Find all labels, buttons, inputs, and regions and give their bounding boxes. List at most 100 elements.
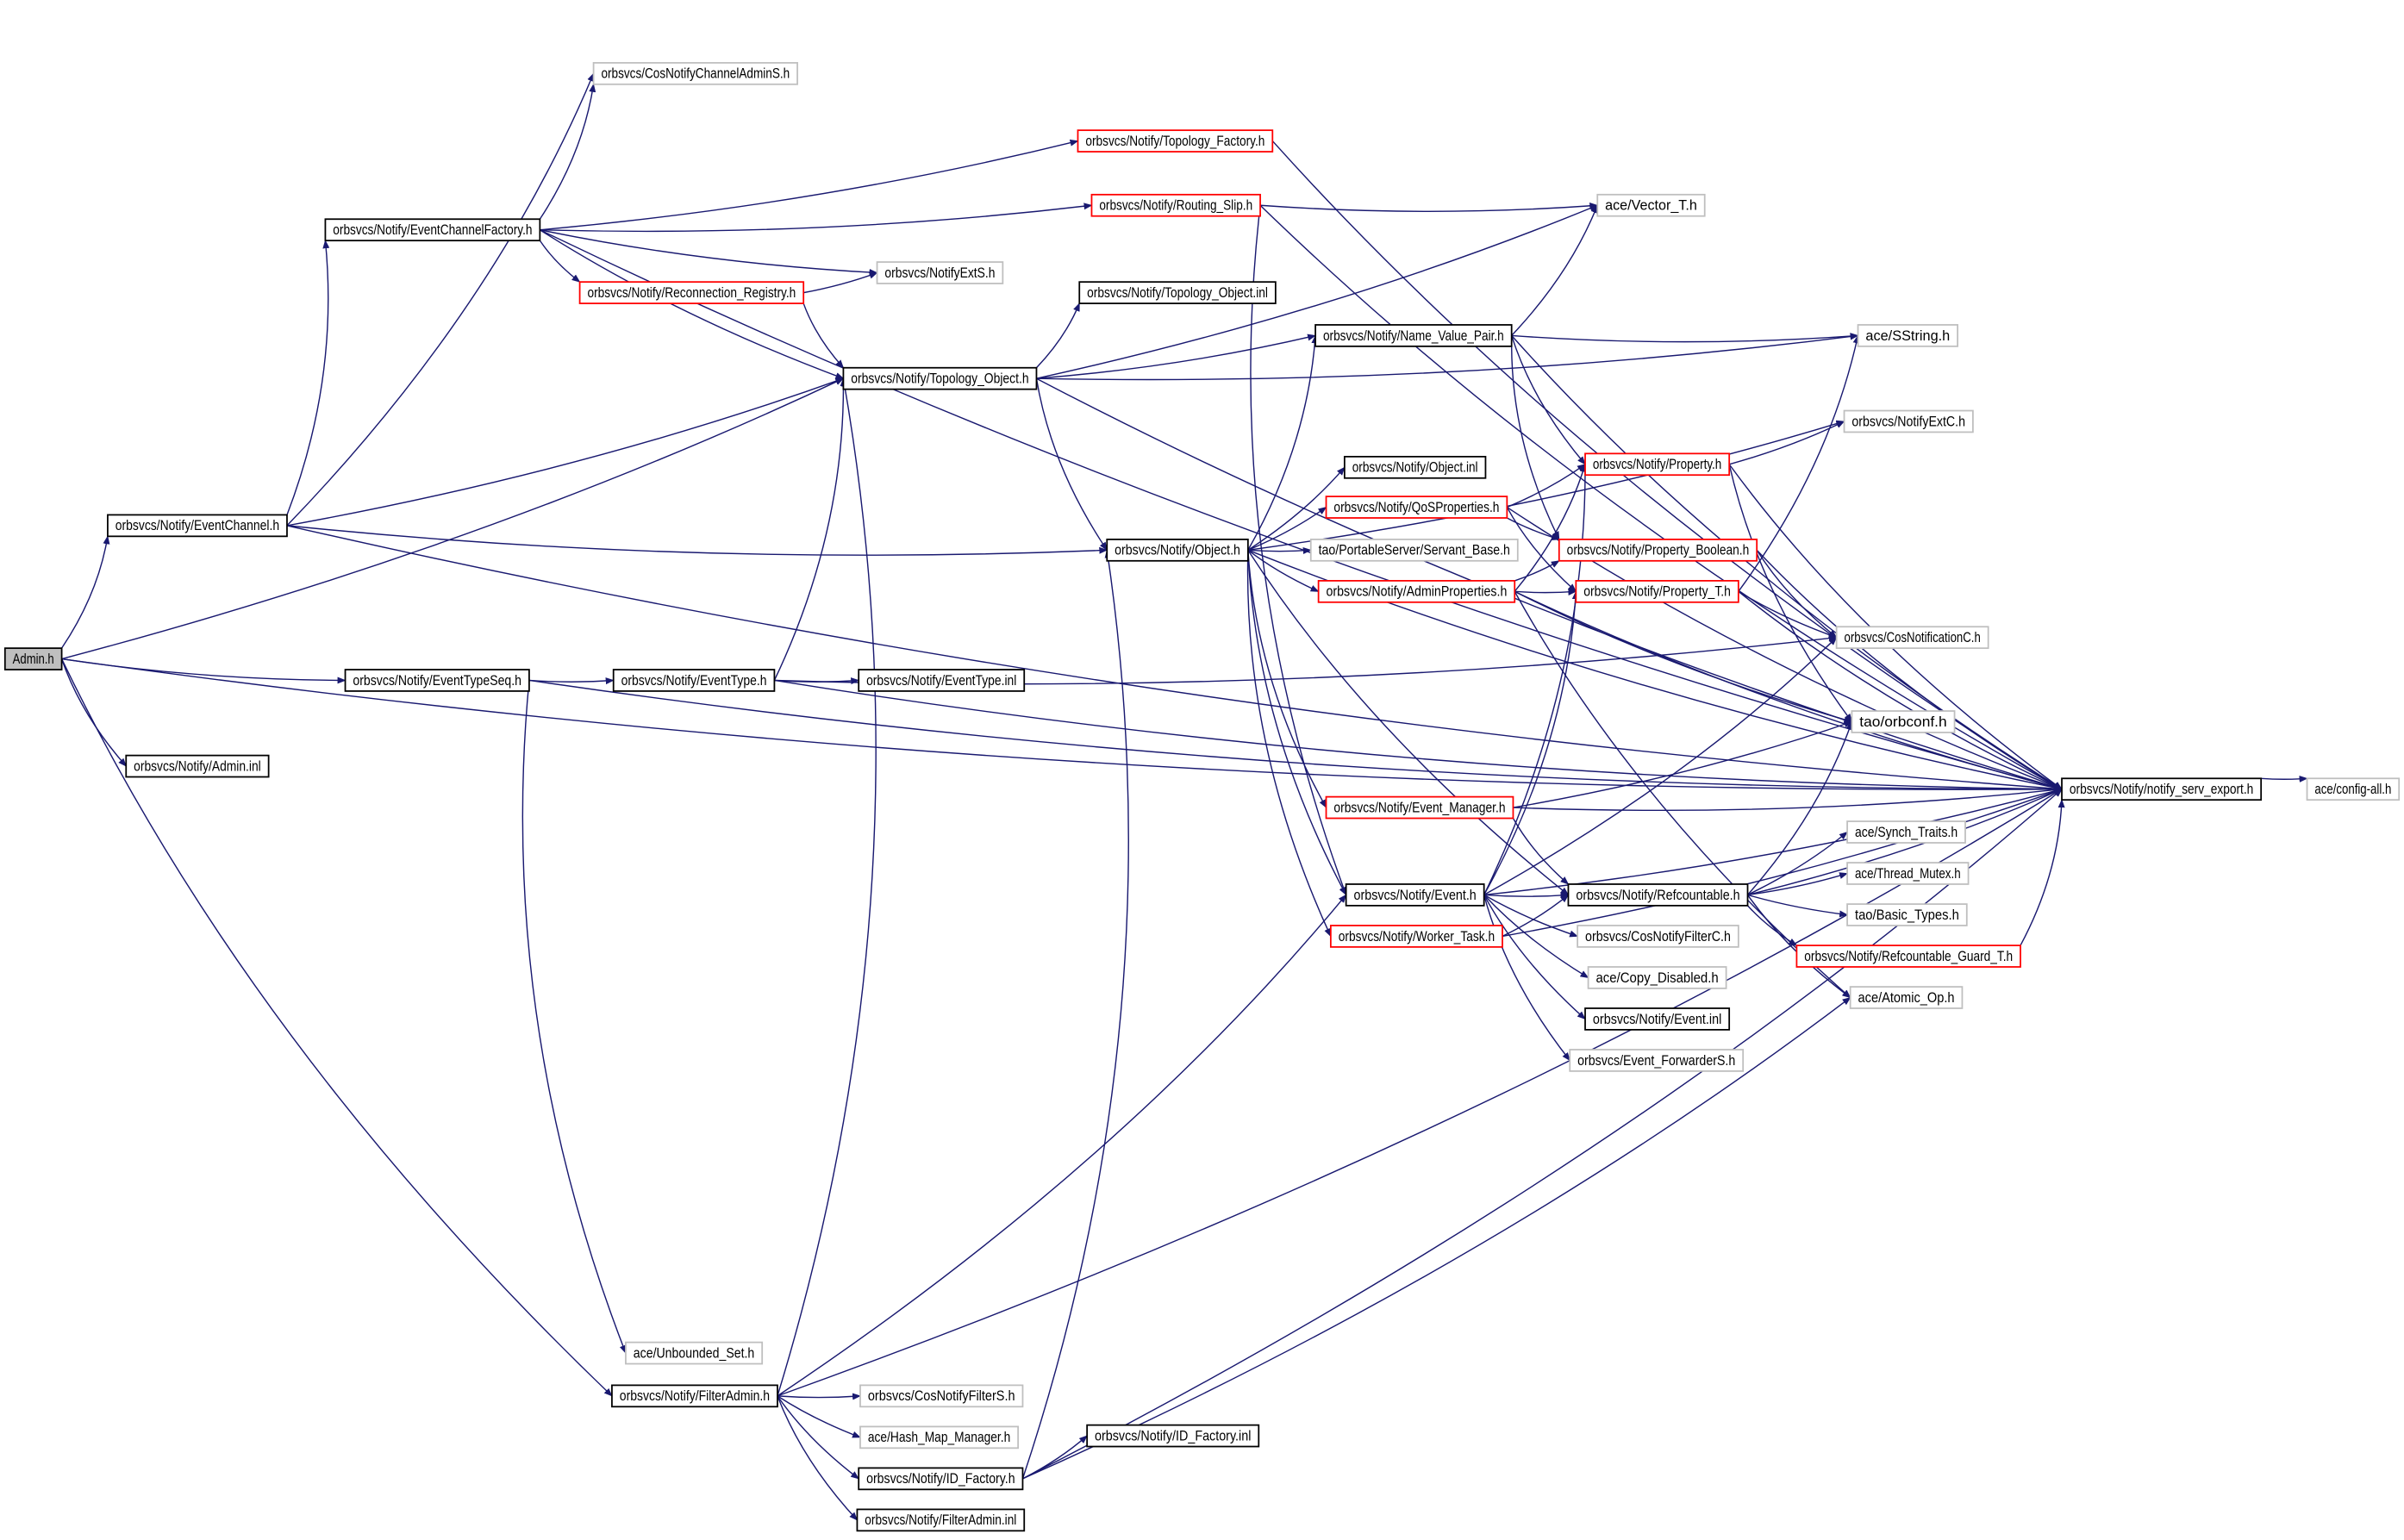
node-box [1835, 626, 1989, 650]
node-box [324, 218, 541, 242]
node-box [1575, 580, 1739, 603]
node-eventtype-inl[interactable]: orbsvcs/Notify/EventType.inl [858, 669, 1026, 692]
node-label: orbsvcs/Notify/notify_serv_export.h [2070, 781, 2253, 797]
node-routing-slip-h[interactable]: orbsvcs/Notify/Routing_Slip.h [1090, 193, 1261, 217]
node-label: orbsvcs/Notify/EventType.h [621, 672, 767, 689]
node-box [611, 1384, 778, 1408]
node-config-all-h[interactable]: ace/config-all.h [2306, 777, 2401, 801]
node-eventchannelfactory-h[interactable]: orbsvcs/Notify/EventChannelFactory.h [324, 218, 541, 242]
edge-property_h-to-notifyextc_h [1728, 421, 1845, 465]
node-thread-mutex-h[interactable]: ace/Thread_Mutex.h [1846, 862, 1970, 885]
edge-topology_object_h-to-sstring_h [1036, 333, 1859, 381]
edge-property_t_h-to-notify_serv_export_h [1738, 590, 2063, 790]
edge-event_h-to-copy_disabled_h [1483, 894, 1589, 979]
edge-refcountable_h-to-basic_types_h [1747, 894, 1849, 918]
node-qosproperties-h[interactable]: orbsvcs/Notify/QoSProperties.h [1325, 496, 1508, 519]
edge-event_h-to-event_inl [1483, 895, 1586, 1020]
node-admin-inl[interactable]: orbsvcs/Notify/Admin.inl [125, 754, 270, 778]
node-vector-t-h[interactable]: ace/Vector_T.h [1596, 193, 1706, 217]
edge-admin_h-to-eventchannel_h [60, 535, 110, 649]
node-box [1077, 129, 1274, 153]
node-label: orbsvcs/Notify/EventTypeSeq.h [353, 672, 521, 689]
node-event-manager-h[interactable]: orbsvcs/Notify/Event_Manager.h [1325, 795, 1514, 820]
edge-event_h-to-refcountable_h [1483, 892, 1570, 900]
edge-eventchannel_h-to-notify_serv_export_h [286, 525, 2064, 793]
node-label: orbsvcs/Notify/QoSProperties.h [1333, 499, 1499, 515]
node-worker-task-h[interactable]: orbsvcs/Notify/Worker_Task.h [1329, 925, 1503, 948]
node-adminproperties-h[interactable]: orbsvcs/Notify/AdminProperties.h [1317, 580, 1516, 603]
node-refcountable-h[interactable]: orbsvcs/Notify/Refcountable.h [1567, 883, 1749, 907]
node-basic-types-h[interactable]: tao/Basic_Types.h [1846, 903, 1968, 926]
node-notifyextc-h[interactable]: orbsvcs/NotifyExtC.h [1843, 409, 1974, 433]
edge-filteradmin_h-to-notify_serv_export_h [777, 789, 2063, 1397]
node-sstring-h[interactable]: ace/SString.h [1857, 324, 1958, 347]
edge-adminproperties_h-to-property_h [1514, 463, 1587, 592]
node-eventchannel-h[interactable]: orbsvcs/Notify/EventChannel.h [107, 514, 288, 538]
node-eventtypeseq-h[interactable]: orbsvcs/Notify/EventTypeSeq.h [344, 669, 530, 692]
node-synch-traits-h[interactable]: ace/Synch_Traits.h [1846, 820, 1966, 844]
node-label: orbsvcs/CosNotifyChannelAdminS.h [601, 65, 790, 82]
node-id-factory-h[interactable]: orbsvcs/Notify/ID_Factory.h [858, 1467, 1024, 1491]
node-cosnotificationc-h[interactable]: orbsvcs/CosNotificationC.h [1835, 626, 1989, 650]
node-property-boolean-h[interactable]: orbsvcs/Notify/Property_Boolean.h [1558, 539, 1758, 562]
node-label: ace/Unbounded_Set.h [634, 1344, 754, 1361]
node-topology-object-h[interactable]: orbsvcs/Notify/Topology_Object.h [842, 366, 1038, 390]
node-label: orbsvcs/Notify/EventChannelFactory.h [333, 221, 532, 238]
node-object-h[interactable]: orbsvcs/Notify/Object.h [1106, 539, 1249, 562]
node-cosnotifyfilterc-h[interactable]: orbsvcs/CosNotifyFilterC.h [1577, 925, 1739, 948]
node-property-h[interactable]: orbsvcs/Notify/Property.h [1584, 452, 1731, 477]
edge-event_h-to-cosnotifyfilterc_h [1483, 894, 1579, 938]
node-event-h[interactable]: orbsvcs/Notify/Event.h [1345, 883, 1485, 907]
node-label: ace/Thread_Mutex.h [1855, 865, 1961, 882]
edge-id_factory_h-to-atomic_op_h [1022, 996, 1851, 1480]
node-label: tao/PortableServer/Servant_Base.h [1319, 542, 1510, 558]
node-atomic-op-h[interactable]: ace/Atomic_Op.h [1849, 986, 1964, 1009]
node-orbconf-h[interactable]: tao/orbconf.h [1851, 710, 1956, 733]
node-label: orbsvcs/Notify/EventChannel.h [116, 517, 279, 533]
edge-filteradmin_h-to-hash_map_manager_h [777, 1395, 861, 1438]
node-topology-factory-h[interactable]: orbsvcs/Notify/Topology_Factory.h [1077, 129, 1274, 153]
node-label: ace/Hash_Map_Manager.h [868, 1429, 1010, 1445]
node-event-inl[interactable]: orbsvcs/Notify/Event.inl [1584, 1007, 1731, 1031]
node-notifyexts-h[interactable]: orbsvcs/NotifyExtS.h [876, 261, 1004, 284]
node-filteradmin-h[interactable]: orbsvcs/Notify/FilterAdmin.h [611, 1384, 778, 1408]
node-box [1569, 1049, 1745, 1072]
node-filteradmin-inl[interactable]: orbsvcs/Notify/FilterAdmin.inl [856, 1508, 1026, 1532]
node-cosnotifyfilters-h[interactable]: orbsvcs/CosNotifyFilterS.h [859, 1384, 1024, 1408]
node-servant-base-h[interactable]: tao/PortableServer/Servant_Base.h [1309, 539, 1519, 562]
node-admin-h[interactable]: Admin.h [3, 647, 63, 670]
node-box [1345, 883, 1485, 907]
node-eventtype-h[interactable]: orbsvcs/Notify/EventType.h [612, 669, 776, 692]
node-box [1851, 710, 1956, 733]
node-label: orbsvcs/Notify/FilterAdmin.inl [865, 1512, 1016, 1528]
node-property-t-h[interactable]: orbsvcs/Notify/Property_T.h [1575, 580, 1739, 603]
node-copy-disabled-h[interactable]: ace/Copy_Disabled.h [1587, 966, 1727, 989]
node-unbounded-set-h[interactable]: ace/Unbounded_Set.h [625, 1341, 764, 1365]
node-refcountable-guard-t-h[interactable]: orbsvcs/Notify/Refcountable_Guard_T.h [1795, 945, 2021, 968]
edge-routing_slip_h-to-vector_t_h [1260, 202, 1599, 213]
node-event-forwarders-h[interactable]: orbsvcs/Event_ForwarderS.h [1569, 1049, 1745, 1072]
node-notify-serv-export-h[interactable]: orbsvcs/Notify/notify_serv_export.h [2061, 777, 2263, 801]
edge-eventchannelfactory_h-to-reconnection_registry_h [539, 240, 581, 283]
node-reconnection-registry-h[interactable]: orbsvcs/Notify/Reconnection_Registry.h [578, 281, 805, 304]
node-cosnotifychanneladmins-h[interactable]: orbsvcs/CosNotifyChannelAdminS.h [592, 62, 798, 85]
node-topology-object-inl[interactable]: orbsvcs/Notify/Topology_Object.inl [1078, 281, 1277, 304]
node-id-factory-inl[interactable]: orbsvcs/Notify/ID_Factory.inl [1086, 1424, 1260, 1448]
edge-eventchannelfactory_h-to-topology_object_h [539, 229, 845, 379]
node-name-value-pair-h[interactable]: orbsvcs/Notify/Name_Value_Pair.h [1314, 324, 1513, 347]
node-box [842, 366, 1038, 390]
node-box [1846, 820, 1966, 844]
node-object-inl[interactable]: orbsvcs/Notify/Object.inl [1343, 455, 1487, 479]
edge-eventchannel_h-to-topology_object_h [286, 377, 845, 527]
node-box [1314, 324, 1513, 347]
edge-adminproperties_h-to-notify_serv_export_h [1514, 590, 2063, 791]
node-hash-map-manager-h[interactable]: ace/Hash_Map_Manager.h [859, 1425, 1020, 1450]
edge-routing_slip_h-to-notify_serv_export_h [1259, 204, 2063, 790]
node-label: orbsvcs/CosNotificationC.h [1845, 629, 1981, 645]
edge-filteradmin_h-to-topology_object_h [777, 377, 877, 1397]
node-box [1086, 1424, 1260, 1448]
node-box [125, 754, 270, 778]
node-label: orbsvcs/Notify/Admin.inl [134, 758, 261, 774]
edge-filteradmin_h-to-cosnotifyfilters_h [777, 1393, 861, 1400]
node-label: orbsvcs/Notify/Topology_Factory.h [1085, 133, 1264, 149]
